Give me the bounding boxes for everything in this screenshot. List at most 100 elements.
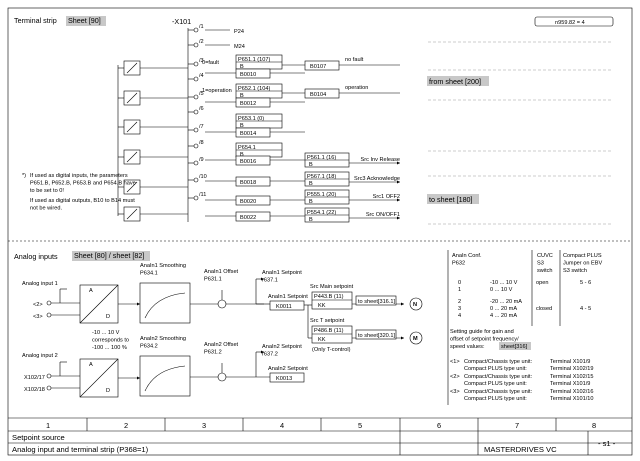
conf-header: AnaIn Conf. bbox=[452, 253, 482, 259]
conf-term-l1: Compact/Chassis type unit: bbox=[464, 374, 533, 380]
bit-label: B0010 bbox=[240, 72, 256, 78]
adc-2-a: A bbox=[89, 362, 93, 368]
conf-term-key: <2> bbox=[450, 374, 460, 380]
conf-header: S3 switch bbox=[563, 268, 587, 274]
conf-term-t1: Terminal X102/15 bbox=[550, 374, 594, 380]
analog-input-2-label: Analog input 2 bbox=[22, 353, 58, 359]
sp1-line: r637.1 bbox=[262, 278, 278, 284]
range-line: -10 ... 10 V bbox=[92, 330, 120, 336]
kk-t: KK bbox=[318, 337, 326, 343]
speed-symbol-label: N bbox=[413, 302, 417, 308]
conf-guide-ref: sheet[316] bbox=[501, 344, 528, 350]
conf-term-t2: Terminal X102/19 bbox=[550, 366, 594, 372]
src-label: Src ON/OFF1 bbox=[366, 212, 400, 218]
analog-title: Analog inputs bbox=[14, 252, 58, 261]
terminal-dot bbox=[193, 61, 199, 67]
terminal-title: Terminal strip bbox=[14, 16, 57, 25]
analog-sheet-ref: Sheet [80] / sheet [82] bbox=[74, 251, 144, 260]
sm1-line: AnaIn1 Smoothing bbox=[140, 263, 186, 269]
conf-term-l2: Compact PLUS type unit: bbox=[464, 366, 527, 372]
src-main-label: Src Main setpoint bbox=[310, 284, 354, 290]
conf-header: switch bbox=[537, 268, 553, 274]
terminal-number: /3 bbox=[199, 58, 204, 64]
bit-box bbox=[235, 68, 271, 79]
to-sheet: to sheet [180] bbox=[429, 195, 473, 204]
terminal-dot bbox=[193, 76, 199, 82]
terminal-t2a: X102/17 bbox=[24, 375, 45, 381]
offset-sum-2 bbox=[217, 372, 227, 382]
of2-line: P631.2 bbox=[204, 350, 222, 356]
terminal-number: /6 bbox=[199, 106, 204, 112]
src-t-label: Src T setpoint bbox=[310, 318, 345, 324]
range-line: -100 ... 100 % bbox=[92, 345, 127, 351]
terminal-dot bbox=[193, 27, 199, 33]
src-b: B bbox=[309, 217, 313, 223]
src-b: B bbox=[309, 181, 313, 187]
from-sheet: from sheet [200] bbox=[429, 77, 481, 86]
sheet-frame bbox=[7, 7, 633, 456]
note-mark: *) bbox=[22, 173, 26, 179]
footer-col: 6 bbox=[437, 421, 441, 430]
terminal-sheet-ref: Sheet [90] bbox=[68, 16, 101, 25]
terminal-number: /11 bbox=[199, 192, 206, 198]
x101-label: -X101 bbox=[172, 17, 191, 26]
conf-n: 4 bbox=[458, 313, 461, 319]
conf-header: Jumper on EBV bbox=[563, 261, 602, 267]
footer-col: 7 bbox=[515, 421, 519, 430]
footer-page: - s1 - bbox=[598, 439, 616, 448]
conf-term-l1: Compact/Chassis type unit: bbox=[464, 389, 533, 395]
terminal-number: /5 bbox=[199, 91, 204, 97]
note1-line: If used as digital inputs, the parameter… bbox=[30, 173, 128, 179]
fault-out: B0107 bbox=[310, 64, 326, 70]
note2-line: If used as digital outputs, B10 to B14 m… bbox=[30, 198, 135, 204]
sp2-line: AnaIn2 Setpoint bbox=[262, 344, 302, 350]
adc-2-d: D bbox=[106, 388, 110, 394]
conf-v: -20 ... 20 mA bbox=[490, 299, 522, 305]
terminal-dot bbox=[193, 42, 199, 48]
note1-line: P651.B, P652.B, P653.B and P654.B have bbox=[30, 181, 136, 187]
zero-fault-label: 0=fault bbox=[202, 60, 219, 66]
analog-input-1-label: Analog input 1 bbox=[22, 281, 58, 287]
k0011: K0011 bbox=[276, 304, 292, 310]
conf-j: 5 - 6 bbox=[580, 280, 591, 286]
to-sheet-316: to sheet[316.1] bbox=[358, 299, 395, 305]
setpoint-1-readout: AnaIn1 Setpoint r637.1 bbox=[262, 270, 302, 284]
conf-n: 2 bbox=[458, 299, 461, 305]
no-fault-label: no fault bbox=[345, 57, 364, 63]
conf-term-t1: Terminal X102/16 bbox=[550, 389, 594, 395]
p486: P486.B (11) bbox=[314, 328, 344, 334]
bit-box bbox=[235, 155, 271, 166]
sm2-line: P634.2 bbox=[140, 344, 158, 350]
conf-n: 0 bbox=[458, 280, 461, 286]
adc-1-d: D bbox=[106, 314, 110, 320]
footer-col: 3 bbox=[202, 421, 206, 430]
terminal-dot bbox=[193, 160, 199, 166]
bit-box bbox=[235, 97, 271, 108]
bit-label: B0016 bbox=[240, 159, 256, 165]
t-setpoint-connector bbox=[311, 325, 353, 344]
param-name: P651.1 (107) bbox=[238, 57, 270, 63]
of1-line: P631.1 bbox=[204, 277, 222, 283]
of1-line: AnaIn1 Offset bbox=[204, 269, 239, 275]
conf-v: 0 ... 20 mA bbox=[490, 306, 517, 312]
conf-term-key: <3> bbox=[450, 389, 460, 395]
src-b: B bbox=[309, 162, 313, 168]
sp1-line: AnaIn1 Setpoint bbox=[262, 270, 302, 276]
conf-guide: Setting guide for gain and bbox=[450, 329, 514, 335]
note2-line: not be wired. bbox=[30, 206, 62, 212]
conf-header: CUVC bbox=[537, 253, 553, 259]
footer-col: 8 bbox=[592, 421, 596, 430]
conf-term-l2: Compact PLUS type unit: bbox=[464, 381, 527, 387]
note-digital-outputs: If used as digital outputs, B10 to B14 m… bbox=[30, 198, 135, 212]
main-setpoint-connector bbox=[311, 291, 353, 310]
setp2b: AnaIn2 Setpoint bbox=[268, 366, 308, 372]
fault-out-box bbox=[304, 60, 340, 71]
param-box: n959.82 = 4 bbox=[555, 20, 585, 26]
